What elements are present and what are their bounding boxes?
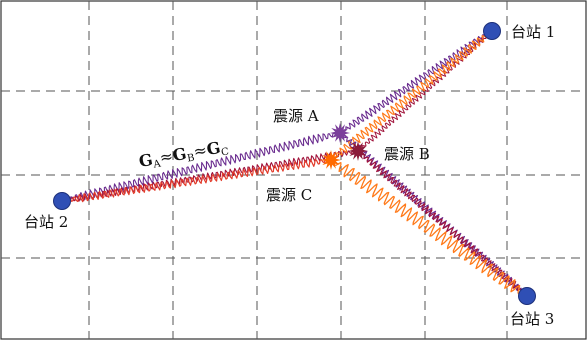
wave-a-station-1 [340,29,492,135]
g-symbol-c: G [205,138,222,159]
g-symbol-a: G [137,150,154,171]
approx-1: ≈ [158,146,175,167]
source-b-label: 震源 B [384,145,430,163]
svg-text:GA≈GB≈GC: GA≈GB≈GC [137,137,230,173]
station-3-label: 台站 3 [510,310,554,328]
station-1-label: 台站 1 [511,23,555,41]
source-c-marker [321,150,341,170]
g-subscript-b: B [186,152,195,164]
source-a-label: 震源 A [273,107,319,125]
wave-c-station-1 [331,29,493,162]
source-b-marker [348,141,368,161]
station-1-marker [483,22,501,40]
wave-b-station-3 [357,151,528,297]
stations [53,22,536,305]
approx-2: ≈ [192,140,209,161]
source-c-label: 震源 C [266,186,312,204]
station-2-marker [53,192,71,210]
wave-c-station-2 [61,158,332,203]
sources [321,123,368,170]
station-2-label: 台站 2 [24,213,68,231]
g-symbol-b: G [171,144,188,165]
station-3-marker [518,287,536,305]
source-a-marker [330,123,350,143]
waveforms [61,29,528,298]
g-subscript-a: A [152,158,163,170]
wave-c-station-3 [329,158,527,298]
g-subscript-c: C [220,146,230,158]
green-function-relation: GA≈GB≈GC [137,137,230,173]
